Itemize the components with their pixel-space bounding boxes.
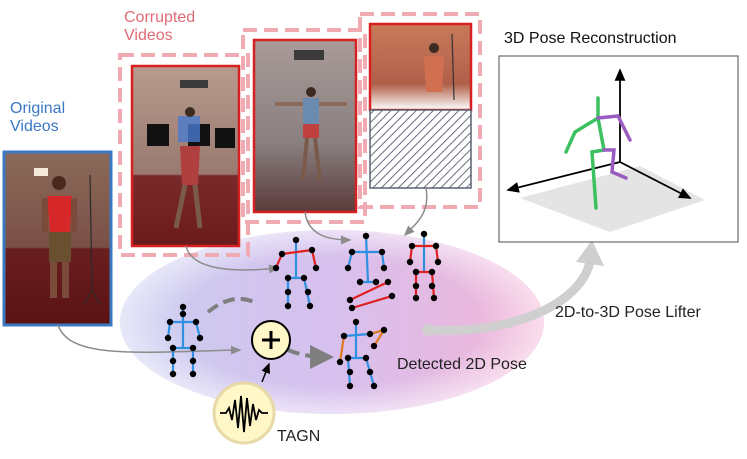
pose-corrupted-1	[272, 236, 320, 310]
original-videos-line-1: Original	[10, 100, 66, 117]
tagn-label: TAGN	[277, 428, 321, 445]
corrupted-video-2	[241, 28, 367, 224]
reconstruction-label: 3D Pose Reconstruction	[504, 30, 677, 47]
corrupted-videos-line-1: Corrupted	[124, 9, 196, 26]
original-videos-line-2: Videos	[10, 118, 59, 136]
pose-3d	[564, 96, 632, 210]
lifter-arrow	[422, 240, 604, 336]
noise-wave-icon	[212, 381, 276, 445]
video-to-pose-arrows	[57, 187, 428, 355]
pose-corrupted-2	[344, 232, 396, 312]
pose-corrupted-3	[406, 230, 442, 302]
reconstruction-panel	[498, 55, 739, 243]
corrupted-video-3	[358, 12, 482, 209]
plus-icon	[251, 320, 291, 360]
detected-pose-label: Detected 2D Pose	[397, 356, 527, 373]
noise-injection-arrows	[206, 296, 334, 369]
corrupted-video-1	[118, 53, 250, 257]
lifter-label: 2D-to-3D Pose Lifter	[555, 304, 701, 321]
pose-ellipse	[120, 230, 544, 414]
pose-original	[164, 303, 204, 378]
corrupted-videos-label: Corrupted Videos	[124, 9, 195, 46]
original-videos-label: Original Videos	[10, 100, 65, 137]
corrupted-videos-line-2: Videos	[124, 27, 173, 45]
original-video-frame	[2, 150, 113, 327]
pose-noisy	[336, 318, 388, 390]
